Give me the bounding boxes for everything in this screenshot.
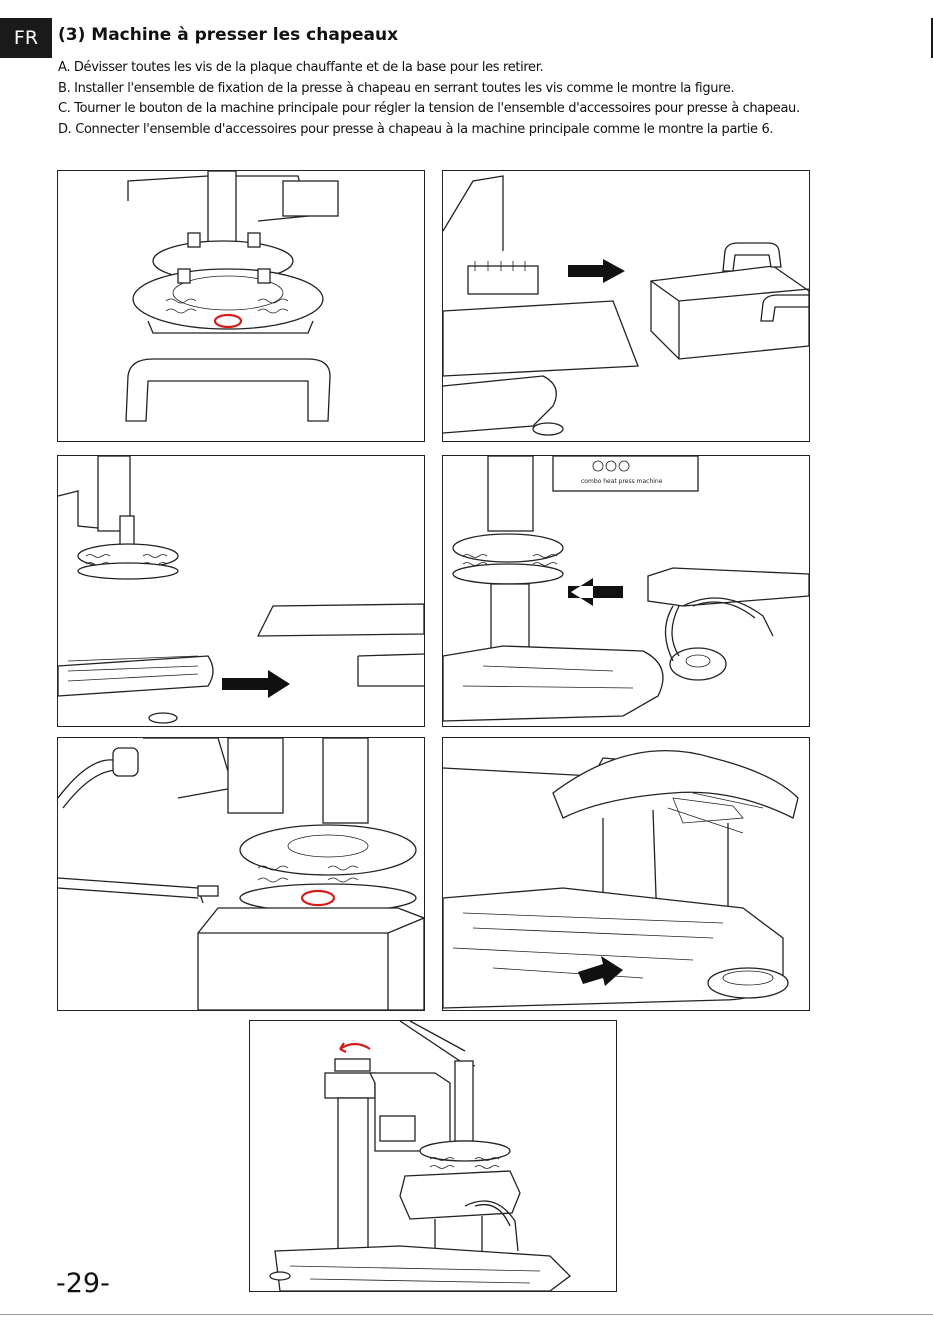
figure-7-complete-assembly	[249, 1020, 617, 1292]
figure-3-remove-base	[57, 455, 425, 727]
figure-6-drawing	[443, 750, 799, 1009]
figure-7-drawing	[269, 1021, 571, 1291]
step-b: B. Installer l'ensemble de fixation de l…	[58, 80, 735, 96]
figure-4-drawing: combo heat press machine	[443, 456, 809, 722]
step-d: D. Connecter l'ensemble d'accessoires po…	[58, 121, 774, 137]
figure-6-hat-base	[442, 737, 810, 1011]
figure-5-tension-knob	[57, 737, 425, 1011]
figure-2-drawing	[443, 175, 809, 436]
figure-5-drawing	[58, 738, 424, 1010]
language-code: FR	[13, 27, 39, 49]
figure-1-spring-base	[57, 170, 425, 442]
section-title: (3) Machine à presser les chapeaux	[58, 25, 399, 45]
page-number: -29-	[56, 1268, 110, 1299]
figure-4-attach-assembly: combo heat press machine	[442, 455, 810, 727]
figure-1-drawing	[125, 171, 339, 422]
figure-2-remove-plate	[442, 170, 810, 442]
instruction-list: A. Dévisser toutes les vis de la plaque …	[58, 58, 800, 140]
panel-label: combo heat press machine	[581, 478, 663, 485]
step-a: A. Dévisser toutes les vis de la plaque …	[58, 60, 544, 75]
step-c: C. Tourner le bouton de la machine princ…	[58, 101, 800, 116]
figure-3-drawing	[58, 456, 424, 724]
footer-rule	[0, 1314, 933, 1315]
language-tab: FR	[0, 18, 52, 58]
margin-rule	[931, 18, 933, 58]
